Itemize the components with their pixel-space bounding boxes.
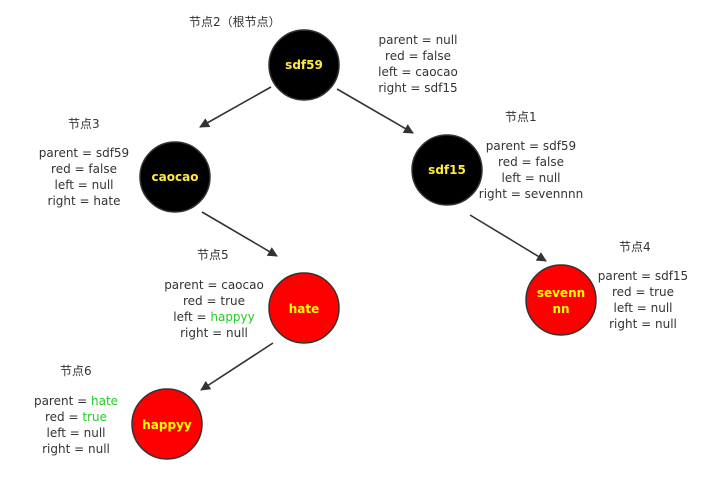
edge-sdf59-sdf15 bbox=[336, 88, 414, 134]
info-n6: parent = hate red = true left = null rig… bbox=[26, 393, 126, 457]
node-happyy-label: happyy bbox=[142, 418, 192, 432]
info-n5-parent: parent = caocao bbox=[164, 278, 264, 292]
info-n5-left: left = happyy bbox=[173, 310, 255, 324]
node-title-n5: 节点5 bbox=[197, 248, 229, 262]
info-n4-right: right = null bbox=[609, 317, 677, 331]
node-title-n3: 节点3 bbox=[68, 117, 100, 131]
info-n4: parent = sdf15 red = true left = null ri… bbox=[590, 268, 696, 332]
node-sdf59: sdf59 bbox=[268, 29, 340, 101]
edge-sdf15-sevennnn bbox=[469, 214, 547, 262]
info-n5-red: red = true bbox=[183, 294, 245, 308]
edge-caocao-hate bbox=[201, 211, 278, 257]
node-sevennnn-label-line1: sevenn bbox=[537, 286, 585, 300]
info-n6-left: left = null bbox=[46, 426, 106, 440]
info-n2-parent: parent = null bbox=[378, 33, 458, 47]
info-n1: parent = sdf59 red = false left = null r… bbox=[472, 138, 590, 202]
info-n3: parent = sdf59 red = false left = null r… bbox=[30, 145, 138, 209]
info-n3-right: right = hate bbox=[47, 194, 121, 208]
edge-hate-happyy bbox=[200, 342, 274, 391]
info-n2-left: left = caocao bbox=[378, 65, 458, 79]
node-title-n1: 节点1 bbox=[505, 110, 537, 124]
info-n3-left: left = null bbox=[54, 178, 114, 192]
info-n6-red: red = true bbox=[45, 410, 107, 424]
node-hate-label: hate bbox=[289, 302, 320, 316]
info-n6-right: right = null bbox=[42, 442, 110, 456]
node-sdf59-label: sdf59 bbox=[285, 58, 323, 72]
info-n1-parent: parent = sdf59 bbox=[485, 139, 577, 153]
node-title-n6: 节点6 bbox=[60, 364, 92, 378]
node-title-n2: 节点2（根节点） bbox=[189, 15, 281, 29]
info-n5-left-highlight: happyy bbox=[210, 310, 255, 324]
edge-sdf59-caocao bbox=[199, 86, 272, 128]
node-caocao: caocao bbox=[139, 141, 211, 213]
info-n1-left: left = null bbox=[501, 171, 561, 185]
node-sdf15-label: sdf15 bbox=[428, 163, 466, 177]
info-n4-left: left = null bbox=[613, 301, 673, 315]
node-happyy: happyy bbox=[131, 388, 203, 460]
info-n6-parent: parent = hate bbox=[33, 394, 119, 408]
node-sdf15: sdf15 bbox=[411, 134, 483, 206]
info-n6-red-highlight: true bbox=[82, 410, 107, 424]
info-n3-parent: parent = sdf59 bbox=[38, 146, 130, 160]
node-hate: hate bbox=[268, 272, 340, 344]
node-title-n4: 节点4 bbox=[619, 240, 651, 254]
node-sevennnn: sevenn nn bbox=[525, 264, 597, 336]
info-n4-parent: parent = sdf15 bbox=[597, 269, 689, 283]
info-n1-right: right = sevennnn bbox=[478, 187, 584, 201]
info-n2: parent = null red = false left = caocao … bbox=[366, 32, 470, 96]
info-n6-parent-highlight: hate bbox=[90, 394, 119, 408]
info-n5: parent = caocao red = true left = happyy… bbox=[156, 277, 272, 341]
info-n3-red: red = false bbox=[51, 162, 117, 176]
node-caocao-label: caocao bbox=[152, 170, 199, 184]
info-n2-red: red = false bbox=[385, 49, 451, 63]
info-n5-right: right = null bbox=[180, 326, 248, 340]
info-n2-right: right = sdf15 bbox=[378, 81, 458, 95]
info-n1-red: red = false bbox=[498, 155, 564, 169]
info-n4-red: red = true bbox=[612, 285, 674, 299]
node-sevennnn-label-line2: nn bbox=[552, 302, 569, 316]
